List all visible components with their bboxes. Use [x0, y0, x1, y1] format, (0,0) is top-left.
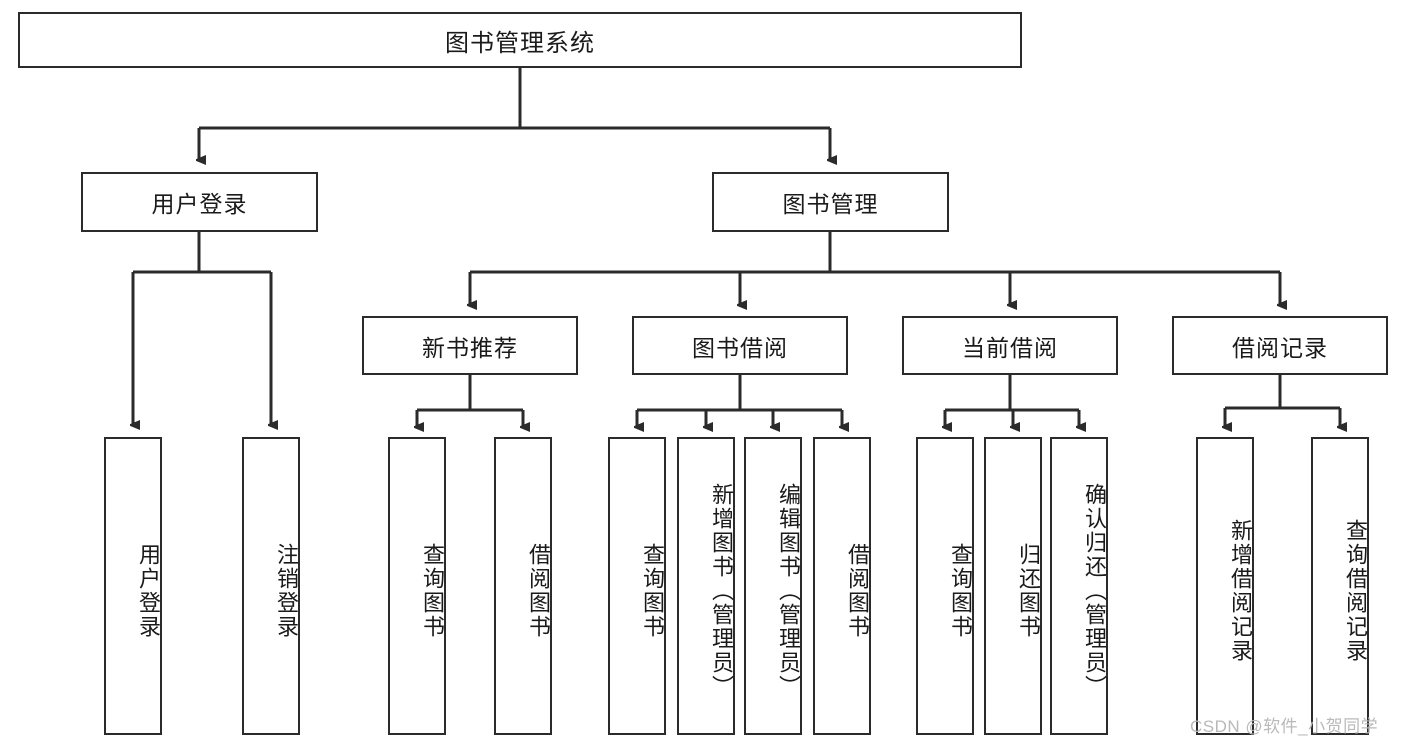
node-label: 新书推荐	[422, 334, 518, 361]
node-label: 新增图书（管理员）	[709, 483, 734, 699]
leaf-query-book-borrow[interactable]: 查询图书	[608, 437, 666, 735]
node-label: 借阅记录	[1232, 334, 1328, 361]
node-label: 查询借阅记录	[1343, 519, 1368, 663]
node-label: 当前借阅	[962, 334, 1058, 361]
leaf-query-book-current[interactable]: 查询图书	[916, 437, 974, 735]
leaf-add-borrow-record[interactable]: 新增借阅记录	[1196, 437, 1254, 735]
node-label: 查询图书	[420, 543, 445, 639]
leaf-query-borrow-record[interactable]: 查询借阅记录	[1311, 437, 1369, 735]
node-book-borrow[interactable]: 图书借阅	[632, 316, 848, 375]
node-label: 用户登录	[151, 191, 248, 217]
node-new-book-recommend[interactable]: 新书推荐	[362, 316, 578, 375]
node-label: 图书管理系统	[445, 29, 595, 57]
node-user-login[interactable]: 用户登录	[81, 172, 318, 232]
node-current-borrow[interactable]: 当前借阅	[902, 316, 1118, 375]
leaf-borrow-book-recommend[interactable]: 借阅图书	[494, 437, 552, 735]
node-label: 借阅图书	[526, 543, 551, 639]
node-root-system[interactable]: 图书管理系统	[18, 12, 1022, 68]
node-label: 归还图书	[1016, 543, 1041, 639]
leaf-add-book[interactable]: 新增图书（管理员）	[677, 437, 735, 735]
leaf-query-book-recommend[interactable]: 查询图书	[388, 437, 446, 735]
node-label: 编辑图书（管理员）	[776, 483, 801, 699]
node-label: 查询图书	[640, 543, 665, 639]
leaf-user-login[interactable]: 用户登录	[104, 437, 162, 735]
node-label: 图书管理	[782, 191, 879, 217]
node-label: 查询图书	[948, 543, 973, 639]
node-borrow-record[interactable]: 借阅记录	[1172, 316, 1388, 375]
leaf-return-book[interactable]: 归还图书	[984, 437, 1042, 735]
leaf-confirm-return[interactable]: 确认归还（管理员）	[1050, 437, 1108, 735]
node-book-management[interactable]: 图书管理	[712, 172, 949, 232]
leaf-logout-login[interactable]: 注销登录	[242, 437, 300, 735]
leaf-borrow-book[interactable]: 借阅图书	[813, 437, 871, 735]
node-label: 用户登录	[136, 543, 161, 639]
node-label: 确认归还（管理员）	[1082, 483, 1107, 699]
node-label: 图书借阅	[692, 334, 788, 361]
node-label: 注销登录	[274, 543, 299, 639]
node-label: 借阅图书	[845, 543, 870, 639]
node-label: 新增借阅记录	[1228, 519, 1253, 663]
leaf-edit-book[interactable]: 编辑图书（管理员）	[744, 437, 802, 735]
csdn-watermark: CSDN @软件_小贺同学	[1190, 717, 1379, 736]
